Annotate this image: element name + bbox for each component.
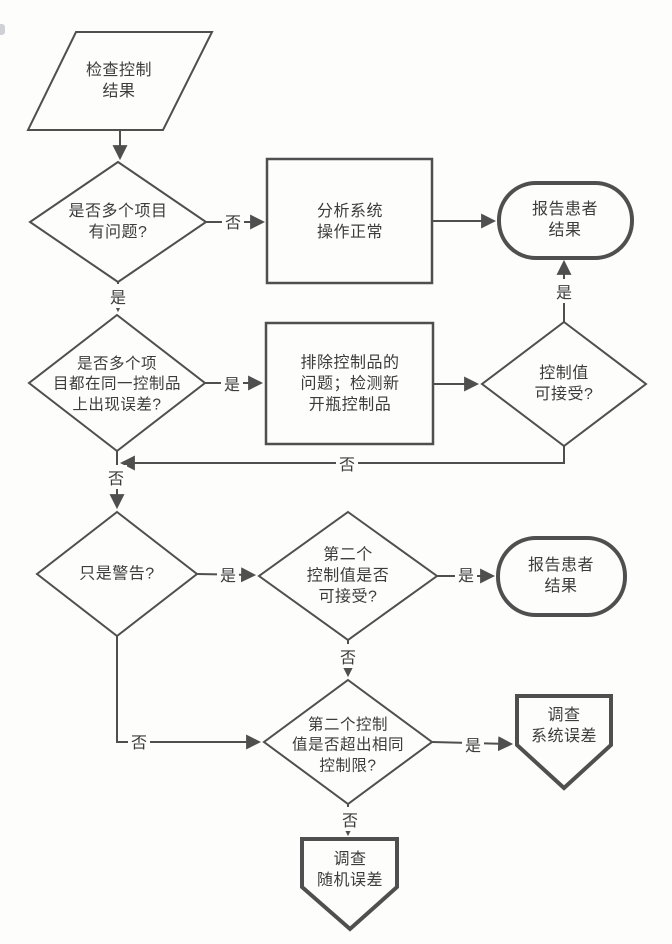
edge-decision3-no-return [119, 446, 565, 471]
decision2-diamond-shape [27, 313, 207, 453]
offpage2-pentagon-shape [300, 837, 399, 932]
decision3-diamond-shape [480, 320, 648, 448]
edge-decision6-yes-to-offpage1 [431, 736, 514, 752]
process1-rect-shape [265, 157, 434, 285]
edge-decision4-yes-to-decision5 [196, 567, 257, 583]
decision4-diamond-shape [35, 510, 199, 638]
edge-decision4-no-to-decision6 [116, 636, 262, 750]
decision1-diamond-shape [28, 160, 208, 284]
process2-rect-shape [264, 321, 435, 446]
terminal1-stadium-shape [497, 181, 634, 260]
decision6-diamond-shape [262, 678, 434, 806]
decision5-diamond-shape [257, 510, 439, 642]
start-parallelogram-shape [26, 31, 214, 131]
terminal2-stadium-shape [496, 536, 627, 617]
offpage1-pentagon-shape [515, 694, 613, 791]
scan-artifact [0, 24, 5, 35]
